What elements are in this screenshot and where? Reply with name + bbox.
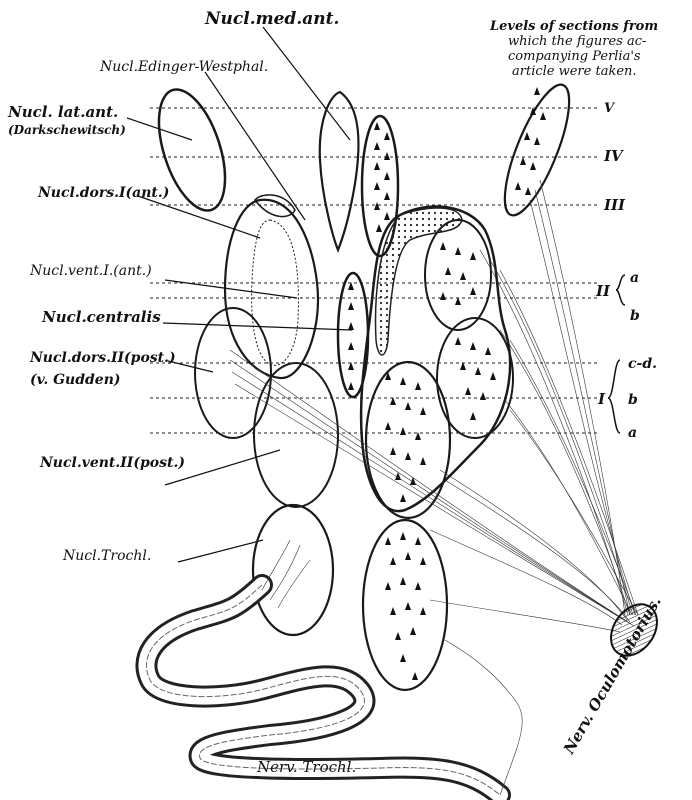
level-i: I (597, 390, 606, 408)
nucl-dors-i-cap (255, 195, 295, 217)
level-iii: III (603, 196, 626, 214)
label-nucl-lat-ant: Nucl. lat.ant. (7, 103, 118, 121)
nucl-top-right-shape (492, 78, 582, 223)
bracket-ii (616, 275, 625, 305)
legend-line-1: Levels of sections from (489, 19, 658, 34)
level-ii: II (595, 282, 611, 300)
label-nucl-trochl: Nucl.Trochl. (62, 548, 151, 564)
nucl-med-ant-shape (320, 92, 359, 250)
trochlear-nerve (146, 540, 522, 795)
level-i-cd: c-d. (628, 356, 657, 372)
level-ii-a: a (630, 270, 639, 286)
bracket-i (608, 360, 620, 433)
label-darkschewitsch: (Darkschewitsch) (8, 123, 126, 137)
label-nucl-centralis: Nucl.centralis (41, 308, 161, 326)
label-nucl-edinger-westphal: Nucl.Edinger-Westphal. (99, 59, 268, 75)
nucl-trochl-shape (253, 505, 333, 635)
nucl-dors-i-shape (225, 200, 318, 378)
label-nucl-med-ant: Nucl.med.ant. (204, 9, 339, 29)
label-nucl-vent-i: Nucl.vent.I.(ant.) (29, 263, 152, 279)
level-iv: IV (603, 147, 624, 165)
nucl-dors-ii-shape (195, 308, 271, 438)
label-nerv-trochl: Nerv. Trochl. (256, 758, 356, 776)
level-v: V (604, 101, 616, 116)
level-labels: V IV III II a b I c-d. b a (595, 101, 657, 441)
level-i-a: a (628, 425, 637, 441)
legend-line-4: article were taken. (512, 64, 637, 79)
legend-line-2: which the figures ac- (508, 34, 646, 49)
label-nucl-dors-ii: Nucl.dors.II(post.) (29, 350, 176, 366)
nucl-vent-i-shape (425, 220, 491, 330)
nucl-lower-right-shape (363, 520, 447, 690)
level-brackets (608, 275, 625, 433)
level-i-b: b (628, 392, 638, 408)
label-nucl-vent-ii: Nucl.vent.II(post.) (39, 455, 185, 471)
label-nucl-dors-i: Nucl.dors.I(ant.) (37, 185, 169, 201)
legend-note: Levels of sections from which the figure… (489, 19, 658, 79)
label-v-gudden: (v. Gudden) (30, 372, 121, 388)
legend-line-3: companying Perlia's (508, 49, 641, 64)
level-ii-b: b (630, 308, 640, 324)
